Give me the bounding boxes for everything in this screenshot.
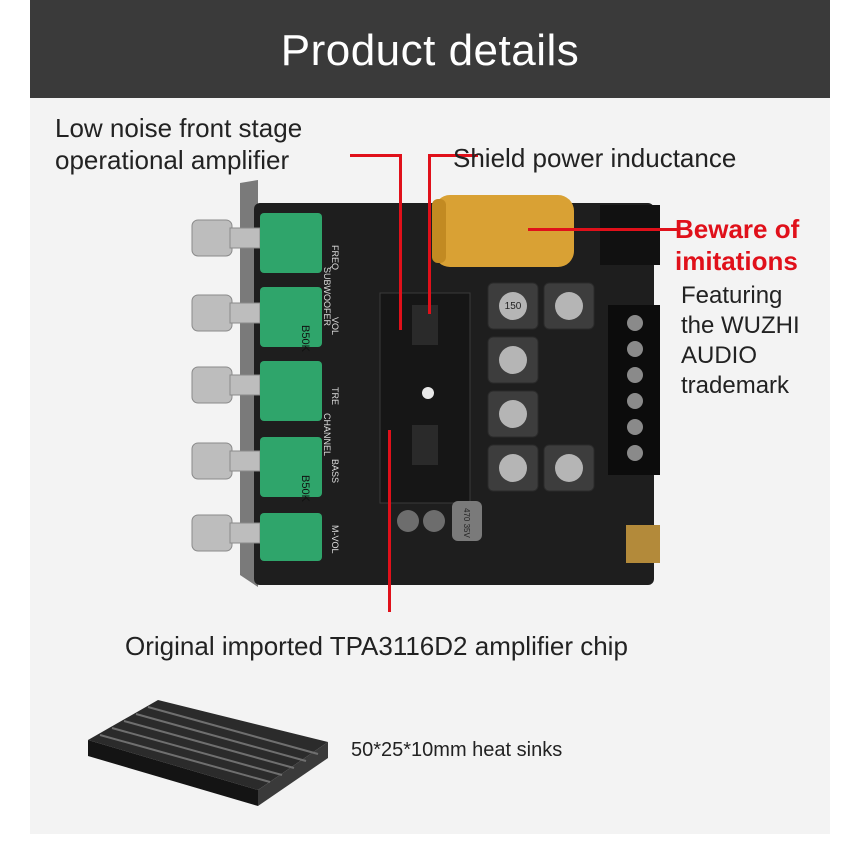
knob-label-subwoofer: SUBWOOFER: [322, 267, 332, 327]
inductance-leader-h: [428, 154, 478, 157]
heatsink-callout: 50*25*10mm heat sinks: [351, 739, 563, 761]
small-capacitor: [452, 501, 482, 541]
knob-label-channel: CHANNEL: [322, 413, 332, 456]
beware-leader: [528, 228, 678, 231]
dc-jack: [600, 205, 660, 265]
op-amp-leader-v: [399, 154, 402, 330]
page-title: Product details: [280, 26, 580, 75]
chip-leader: [388, 430, 391, 612]
potentiometers: [260, 213, 322, 561]
inductor-label: 150: [505, 301, 522, 312]
audio-jack: [626, 525, 660, 563]
gold-capacitor: [434, 195, 574, 267]
op-amp-leader-h: [350, 154, 402, 157]
pot-label-2: B50K: [299, 475, 311, 503]
knob-label-vol: VOL: [330, 317, 340, 335]
knob-label-mvol: M-VOL: [330, 525, 340, 554]
amp-chip-1: [412, 305, 438, 345]
op-amp-callout: Low noise front stage operational amplif…: [55, 113, 303, 175]
pot-label-1: B50K: [299, 325, 311, 353]
heat-sink-image: [88, 700, 328, 806]
beware-callout: Beware of imitations: [675, 214, 800, 276]
product-canvas: Product details B50K B50K FREQ SUBWOOFER: [30, 0, 830, 834]
knob-label-freq: FREQ: [330, 245, 340, 270]
trademark-callout: Featuring the WUZHI AUDIO trademark: [681, 282, 800, 399]
knob-label-tre: TRE: [330, 387, 340, 405]
knob-group: [191, 219, 261, 552]
header-bar: Product details: [30, 0, 830, 98]
capacitor-text: 470 35V: [462, 508, 471, 538]
inductance-leader-v: [428, 154, 431, 314]
inductance-callout: Shield power inductance: [453, 143, 737, 173]
amp-chip-2: [412, 425, 438, 465]
amplifier-board-image: B50K B50K FREQ SUBWOOFER VOL TRE CHANNEL…: [191, 180, 660, 587]
knob-label-bass: BASS: [330, 459, 340, 483]
chip-callout: Original imported TPA3116D2 amplifier ch…: [125, 631, 628, 661]
